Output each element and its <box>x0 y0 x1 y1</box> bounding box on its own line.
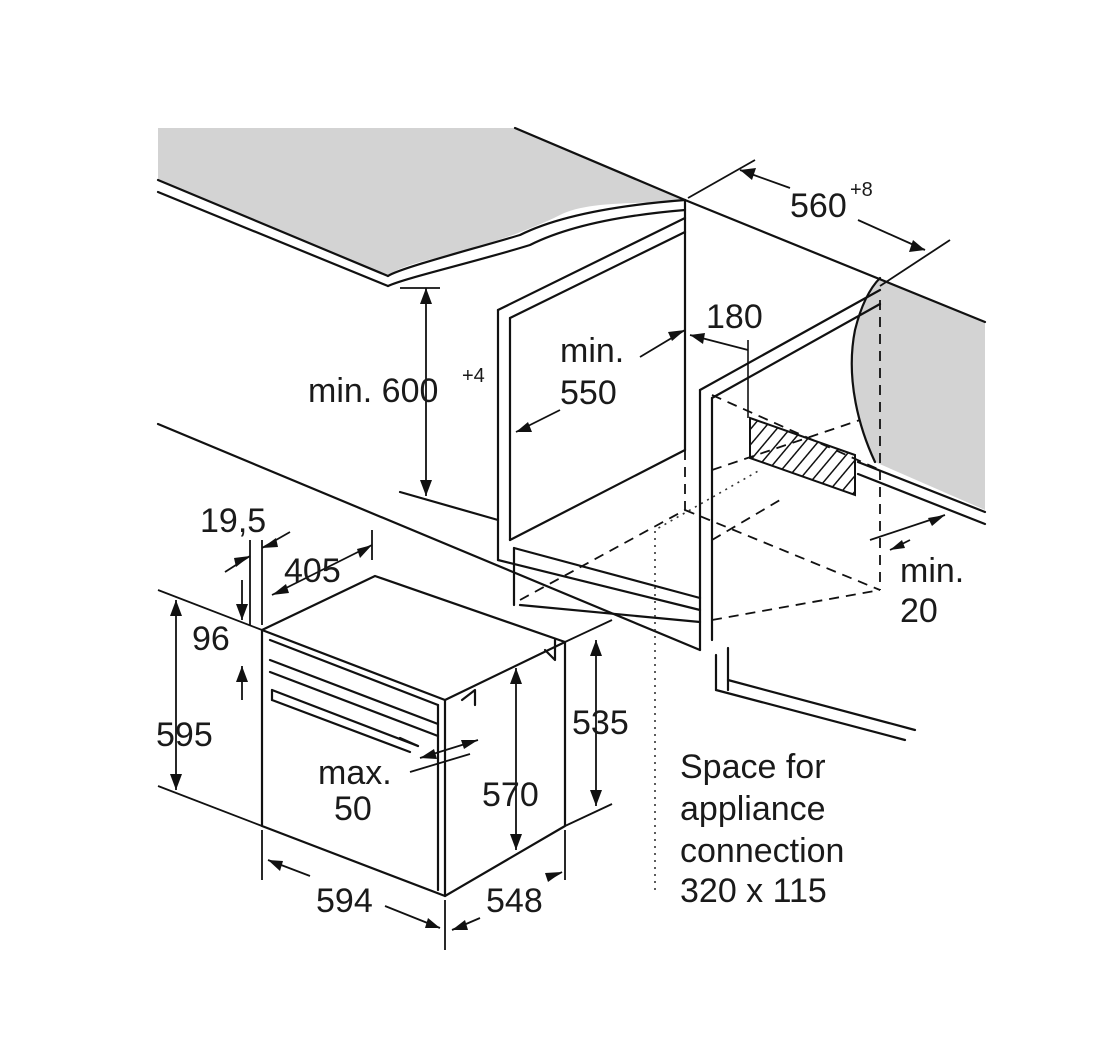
dim-600: min. 600 <box>308 372 438 410</box>
dim-570: 570 <box>482 776 539 814</box>
dim-600-sup: +4 <box>462 365 485 387</box>
dim-180: 180 <box>706 298 763 336</box>
dim-594: 594 <box>316 882 373 920</box>
worktop-left <box>156 126 687 288</box>
dim-max-50-line2: 50 <box>334 790 372 828</box>
note-line4: 320 x 115 <box>680 872 827 910</box>
dim-560: 560 <box>790 187 847 225</box>
note-line1: Space for <box>680 748 826 786</box>
dim-535: 535 <box>572 704 629 742</box>
dim-19-5: 19,5 <box>200 502 266 540</box>
dim-96: 96 <box>192 620 230 658</box>
note-line2: appliance <box>680 790 826 828</box>
dim-20-line1: min. <box>900 552 964 590</box>
labels: 560 +8 min. 600 +4 min. 550 180 min. 20 … <box>156 179 964 920</box>
dim-550-line1: min. <box>560 332 624 370</box>
dim-560-sup: +8 <box>850 179 873 201</box>
dim-595: 595 <box>156 716 213 754</box>
dim-550-line2: 550 <box>560 374 617 412</box>
arrowheads <box>170 168 945 930</box>
dim-405: 405 <box>284 552 341 590</box>
dimension-lines <box>157 159 951 950</box>
oven <box>260 574 567 898</box>
dim-20-line2: 20 <box>900 592 938 630</box>
note-line3: connection <box>680 832 844 870</box>
connection-area <box>747 340 856 497</box>
connection-leader <box>654 469 761 890</box>
dim-548: 548 <box>486 882 543 920</box>
worktop-right <box>850 276 987 526</box>
cabinet-niche <box>156 198 987 742</box>
dim-max-50-line1: max. <box>318 754 392 792</box>
